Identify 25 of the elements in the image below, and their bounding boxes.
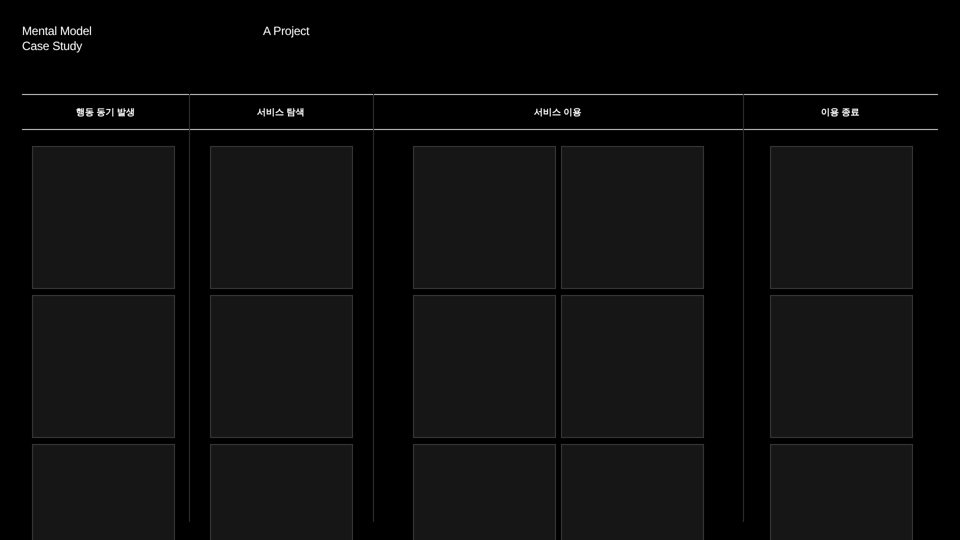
- empty-card: [210, 444, 353, 540]
- empty-card: [413, 295, 556, 438]
- empty-card: [561, 146, 704, 289]
- empty-card: [770, 444, 913, 540]
- page-title: Mental Model Case Study: [22, 24, 93, 54]
- column-heading: 행동 동기 발생: [76, 106, 135, 118]
- empty-card: [770, 295, 913, 438]
- empty-card: [770, 146, 913, 289]
- empty-card: [210, 295, 353, 438]
- empty-card: [210, 146, 353, 289]
- empty-card: [413, 444, 556, 540]
- journey-column: [22, 94, 189, 540]
- journey-column: [189, 94, 373, 540]
- column-heading: 이용 종료: [821, 106, 860, 118]
- empty-card: [561, 444, 704, 540]
- journey-column: [373, 94, 743, 540]
- journey-column: [743, 94, 938, 540]
- empty-card: [32, 444, 175, 540]
- empty-card: [32, 146, 175, 289]
- empty-card: [32, 295, 175, 438]
- column-heading: 서비스 이용: [534, 106, 582, 118]
- column-heading: 서비스 탐색: [257, 106, 305, 118]
- project-label: A Project: [263, 24, 310, 39]
- empty-card: [413, 146, 556, 289]
- empty-card: [561, 295, 704, 438]
